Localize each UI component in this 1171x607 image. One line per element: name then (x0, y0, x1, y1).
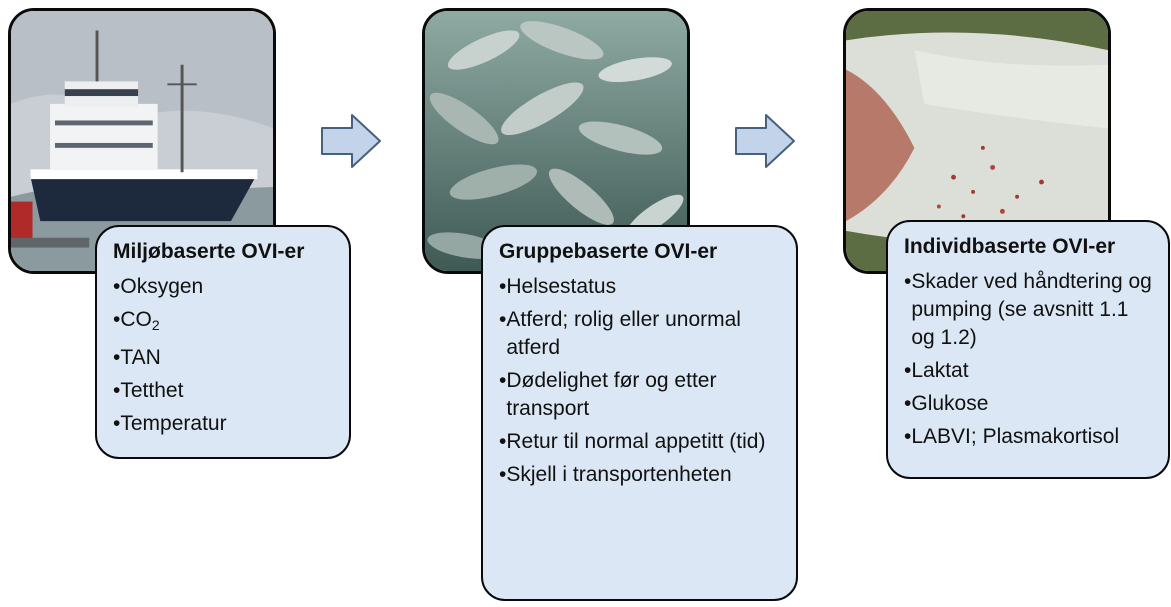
list-item: •Helsestatus (499, 275, 617, 299)
environment-ovi-card: Miljøbaserte OVI-er •Oksygen •CO2 •TAN •… (95, 225, 351, 459)
list-item: •Skjell i transportenheten (499, 463, 732, 487)
list-item: •Glukose (904, 392, 989, 416)
list-item: •CO2 (113, 308, 160, 334)
list-item: •Retur til normal appetitt (tid) (499, 430, 766, 454)
list-item: •Tetthet (113, 379, 184, 403)
individual-ovi-card: Individbaserte OVI-er •Skader ved håndte… (886, 220, 1170, 479)
list-item: •TAN (113, 346, 161, 370)
environment-ovi-list: •Oksygen •CO2 •TAN •Tetthet •Temperatur (113, 273, 337, 438)
flow-arrow-2-icon (735, 114, 795, 168)
list-item: •Skader ved håndtering og pumping (se av… (904, 270, 1152, 350)
group-ovi-title: Gruppebaserte OVI-er (499, 240, 718, 263)
individual-ovi-list: •Skader ved håndtering og pumping (se av… (904, 268, 1156, 451)
list-item: •Temperatur (113, 412, 227, 436)
list-item: •Laktat (904, 359, 969, 383)
environment-ovi-title: Miljøbaserte OVI-er (113, 240, 305, 263)
flow-arrow-1-icon (321, 114, 381, 168)
individual-ovi-title: Individbaserte OVI-er (904, 235, 1116, 258)
list-item: •LABVI; Plasmakortisol (904, 425, 1120, 449)
group-ovi-list: •Helsestatus •Atferd; rolig eller unorma… (499, 273, 784, 489)
list-item: •Atferd; rolig eller unormal atferd (499, 308, 741, 360)
group-ovi-card: Gruppebaserte OVI-er •Helsestatus •Atfer… (481, 225, 798, 601)
list-item: •Dødelighet før og etter transport (499, 369, 717, 421)
list-item: •Oksygen (113, 275, 204, 299)
